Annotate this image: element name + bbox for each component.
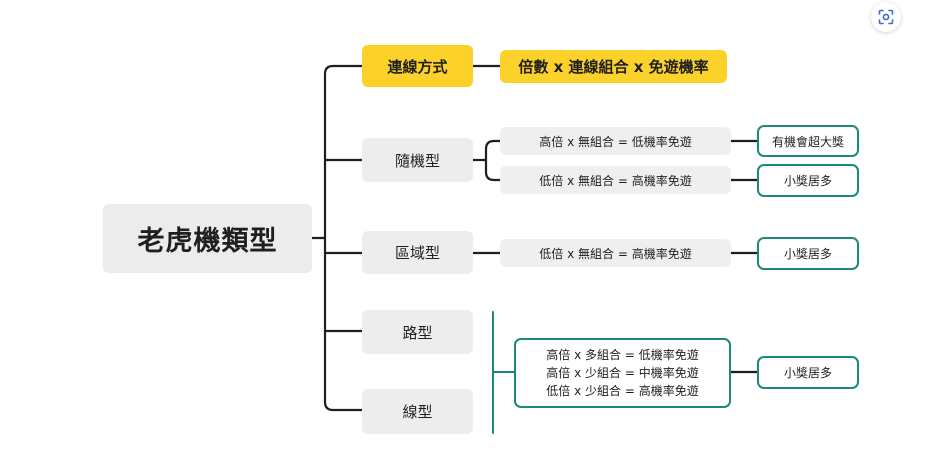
area-rule[interactable]: 低倍 x 無組合 = 高機率免遊 <box>500 239 731 267</box>
method-detail-node[interactable]: 倍數 x 連線組合 x 免遊機率 <box>500 50 727 83</box>
area-label: 區域型 <box>394 244 440 262</box>
root-label: 老虎機類型 <box>137 226 278 257</box>
area-node[interactable]: 區域型 <box>362 231 473 274</box>
method-node[interactable]: 連線方式 <box>362 45 473 87</box>
random-node[interactable]: 隨機型 <box>362 138 473 182</box>
method-detail-label: 倍數 x 連線組合 x 免遊機率 <box>518 58 709 76</box>
root-node[interactable]: 老虎機類型 <box>103 204 312 273</box>
random-label: 隨機型 <box>394 151 440 170</box>
random-rule-high-label: 高倍 x 無組合 = 低機率免遊 <box>539 134 692 149</box>
shared-rule-1: 高倍 x 多組合 = 低機率免遊 <box>546 348 699 362</box>
line-node[interactable]: 線型 <box>362 389 473 434</box>
shared-rule-2: 高倍 x 少組合 = 中機率免遊 <box>546 366 699 380</box>
random-result-big-label: 有機會超大獎 <box>771 134 844 149</box>
line-label: 線型 <box>402 403 433 421</box>
shared-rule-3: 低倍 x 少組合 = 高機率免遊 <box>546 384 699 398</box>
scan-button[interactable] <box>871 2 901 32</box>
random-result-big[interactable]: 有機會超大獎 <box>757 125 859 157</box>
random-rule-low[interactable]: 低倍 x 無組合 = 高機率免遊 <box>500 166 731 194</box>
random-result-small[interactable]: 小獎居多 <box>757 164 859 197</box>
road-label: 路型 <box>402 323 433 342</box>
road-node[interactable]: 路型 <box>362 310 473 354</box>
method-label: 連線方式 <box>387 57 448 76</box>
random-rule-high[interactable]: 高倍 x 無組合 = 低機率免遊 <box>500 127 731 155</box>
area-rule-label: 低倍 x 無組合 = 高機率免遊 <box>539 246 692 261</box>
area-result[interactable]: 小獎居多 <box>757 237 859 270</box>
shared-rules-node[interactable]: 高倍 x 多組合 = 低機率免遊 高倍 x 少組合 = 中機率免遊 低倍 x 少… <box>514 338 731 408</box>
area-result-label: 小獎居多 <box>783 247 832 261</box>
scan-icon <box>878 9 894 25</box>
random-result-small-label: 小獎居多 <box>783 174 832 188</box>
random-rule-low-label: 低倍 x 無組合 = 高機率免遊 <box>539 173 692 188</box>
shared-result[interactable]: 小獎居多 <box>757 356 859 389</box>
shared-result-label: 小獎居多 <box>783 366 832 380</box>
